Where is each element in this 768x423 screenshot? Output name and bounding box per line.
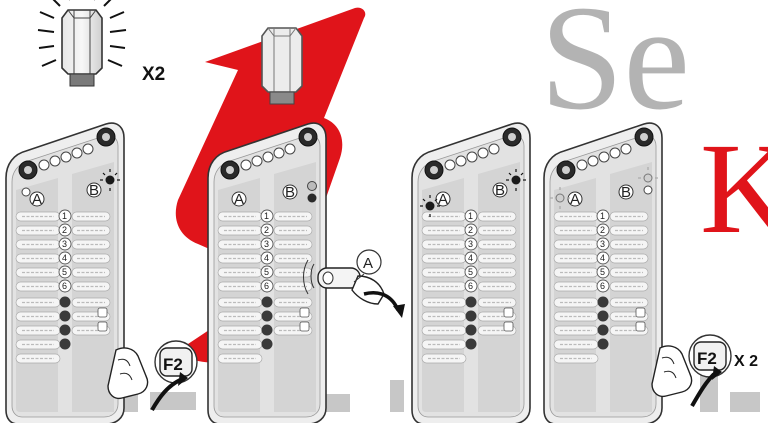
number-5: 5 <box>264 267 269 277</box>
number-4: 4 <box>600 253 605 263</box>
number-1: 1 <box>600 211 605 221</box>
f2-button-label: F2 <box>697 349 717 368</box>
f2-button-callout: F2 <box>689 335 731 377</box>
led-a-active <box>426 202 435 211</box>
number-1: 1 <box>468 211 473 221</box>
led-b-active <box>106 176 115 185</box>
number-6: 6 <box>468 281 473 291</box>
watermark-letter-k: K <box>700 117 768 261</box>
step-1: X2 A B 1 2 3 4 5 6 F2 <box>6 0 197 423</box>
led-nut-blinking <box>38 0 126 86</box>
number-2: 2 <box>600 225 605 235</box>
column-a-label: A <box>570 191 580 208</box>
column-a-label: A <box>32 191 42 208</box>
led-b-lower <box>644 186 652 194</box>
control-panel-4: A B 1 2 3 4 5 6 <box>544 123 662 423</box>
number-3: 3 <box>264 239 269 249</box>
number-4: 4 <box>62 253 67 263</box>
number-1: 1 <box>264 211 269 221</box>
number-3: 3 <box>62 239 67 249</box>
led-b-dark <box>308 194 317 203</box>
control-panel-3: A B 1 2 3 4 5 6 <box>412 123 530 423</box>
led-nut-dim <box>262 28 302 104</box>
number-6: 6 <box>600 281 605 291</box>
led-a <box>22 188 30 196</box>
column-b-label: B <box>285 184 295 201</box>
number-2: 2 <box>468 225 473 235</box>
control-panel-1: A B 1 2 3 4 5 6 <box>6 123 124 423</box>
number-5: 5 <box>600 267 605 277</box>
number-3: 3 <box>468 239 473 249</box>
control-panel-2: A B 1 2 3 4 5 6 <box>208 123 326 423</box>
remote-a-label: A <box>363 255 373 272</box>
column-b-label: B <box>89 182 99 199</box>
count-x2-label: X2 <box>142 64 165 85</box>
led-b-faint <box>644 174 652 182</box>
f2-button-label: F2 <box>163 355 183 374</box>
number-5: 5 <box>62 267 67 277</box>
number-1: 1 <box>62 211 67 221</box>
column-a-label: A <box>234 191 244 208</box>
led-b-active <box>512 176 521 185</box>
watermark-text-se: Se <box>540 0 690 141</box>
number-3: 3 <box>600 239 605 249</box>
number-6: 6 <box>264 281 269 291</box>
hex-nut-led-icon <box>62 10 102 86</box>
number-4: 4 <box>264 253 269 263</box>
led-a-faint <box>556 194 564 202</box>
count-x2-label: X 2 <box>734 353 758 370</box>
number-4: 4 <box>468 253 473 263</box>
f2-button-callout: F2 <box>155 341 197 383</box>
number-5: 5 <box>468 267 473 277</box>
number-6: 6 <box>62 281 67 291</box>
column-b-label: B <box>621 184 631 201</box>
number-2: 2 <box>264 225 269 235</box>
column-b-label: B <box>495 182 505 199</box>
led-b-top <box>308 182 317 191</box>
number-2: 2 <box>62 225 67 235</box>
step-3: A B 1 2 3 4 5 6 <box>412 123 530 423</box>
